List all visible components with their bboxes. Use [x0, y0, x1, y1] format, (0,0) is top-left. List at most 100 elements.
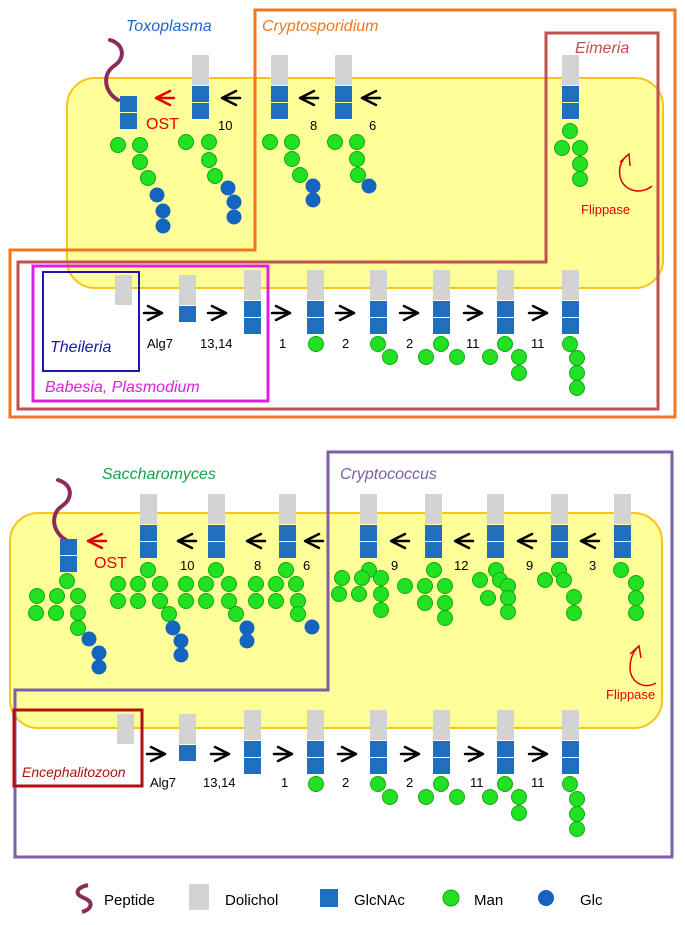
man-shape: [110, 137, 126, 153]
glcnac-shape: [562, 741, 579, 757]
man-shape: [308, 776, 324, 792]
glcnac-shape: [208, 542, 225, 558]
glcnac-shape: [244, 758, 261, 774]
dolichol-shape: [497, 270, 514, 300]
reaction-arrow: [527, 745, 549, 763]
man-shape: [130, 593, 146, 609]
step-label: 11: [531, 775, 545, 790]
peptide-shape: [52, 478, 72, 542]
glcnac-shape: [192, 103, 209, 119]
glc-shape: [304, 619, 320, 635]
dolichol-shape: [562, 710, 579, 740]
glc-shape: [239, 633, 255, 649]
glc-shape: [305, 178, 321, 194]
step-label: 10: [218, 118, 232, 133]
man-shape: [500, 604, 516, 620]
glcnac-shape: [370, 301, 387, 317]
man-shape: [140, 170, 156, 186]
step-label: 8: [310, 118, 317, 133]
ost-label-bottom: OST: [94, 555, 127, 572]
dolichol-shape: [487, 494, 504, 524]
glcnac-shape: [497, 758, 514, 774]
glc-icon: [538, 890, 554, 906]
man-shape: [351, 586, 367, 602]
step-label: 12: [454, 558, 468, 573]
step-label: 11: [470, 775, 484, 790]
glcnac-shape: [60, 539, 77, 555]
glcnac-shape: [487, 542, 504, 558]
glc-shape: [155, 203, 171, 219]
man-shape: [370, 776, 386, 792]
glcnac-shape: [433, 741, 450, 757]
dolichol-shape: [425, 494, 442, 524]
man-shape: [370, 336, 386, 352]
man-shape: [554, 140, 570, 156]
glcnac-shape: [192, 86, 209, 102]
step-label: 9: [526, 558, 533, 573]
reaction-arrow: [453, 532, 475, 550]
glcnac-icon: [320, 889, 338, 907]
glcnac-shape: [425, 525, 442, 541]
man-shape: [198, 576, 214, 592]
man-shape: [178, 576, 194, 592]
man-shape: [480, 590, 496, 606]
glcnac-shape: [271, 86, 288, 102]
organism-frame-layer: [8, 8, 677, 859]
glc-shape: [220, 180, 236, 196]
flippase-arrowhead: [629, 644, 642, 659]
man-shape: [628, 605, 644, 621]
glc-shape: [155, 218, 171, 234]
dolichol-shape: [307, 270, 324, 300]
man-shape: [201, 152, 217, 168]
man-shape: [208, 562, 224, 578]
man-shape: [426, 562, 442, 578]
glcnac-shape: [562, 103, 579, 119]
reaction-arrow: [298, 89, 320, 107]
cryptococcus-label: Cryptococcus: [340, 466, 437, 483]
man-shape: [288, 576, 304, 592]
glc-shape: [91, 645, 107, 661]
man-shape: [29, 588, 45, 604]
glcnac-shape: [140, 525, 157, 541]
man-shape: [268, 593, 284, 609]
dolichol-shape: [370, 270, 387, 300]
dolichol-shape: [279, 494, 296, 524]
step-label: 11: [466, 336, 480, 351]
glcnac-shape: [562, 86, 579, 102]
man-shape: [349, 151, 365, 167]
reaction-arrow: [206, 304, 228, 322]
dolichol-shape: [115, 275, 132, 305]
glcnac-shape: [360, 542, 377, 558]
man-shape: [132, 154, 148, 170]
man-shape: [382, 349, 398, 365]
man-shape: [228, 606, 244, 622]
glc-shape: [173, 633, 189, 649]
glcnac-shape: [370, 758, 387, 774]
legend: Peptide Dolichol GlcNAc Man Glc: [75, 883, 603, 914]
dolichol-shape: [335, 55, 352, 85]
reaction-arrow: [86, 532, 108, 550]
man-shape: [308, 336, 324, 352]
man-shape: [221, 576, 237, 592]
glcnac-shape: [487, 525, 504, 541]
man-shape: [482, 349, 498, 365]
dolichol-shape: [562, 55, 579, 85]
dolichol-shape: [307, 710, 324, 740]
reaction-arrow: [303, 532, 325, 550]
glc-shape: [149, 187, 165, 203]
step-label: 3: [589, 558, 596, 573]
man-shape: [140, 562, 156, 578]
reaction-arrow: [462, 304, 484, 322]
glcnac-shape: [244, 741, 261, 757]
man-shape: [572, 140, 588, 156]
dolichol-shape: [360, 494, 377, 524]
man-shape: [511, 365, 527, 381]
glcnac-shape: [497, 318, 514, 334]
man-shape: [292, 167, 308, 183]
man-shape: [572, 156, 588, 172]
glc-shape: [226, 194, 242, 210]
dolichol-shape: [244, 270, 261, 300]
man-shape: [497, 336, 513, 352]
man-shape: [613, 562, 629, 578]
man-shape: [278, 562, 294, 578]
